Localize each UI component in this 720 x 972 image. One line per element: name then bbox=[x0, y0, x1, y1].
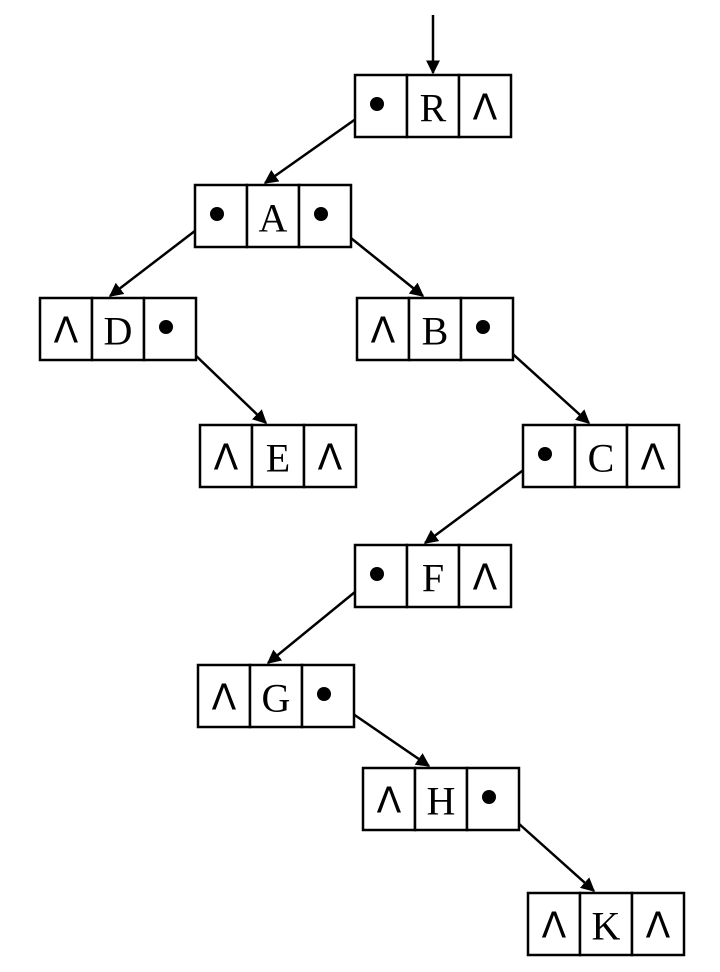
node-f-data-cell bbox=[405, 543, 461, 609]
node-r-data-cell bbox=[405, 73, 461, 139]
node-label: F bbox=[422, 556, 444, 601]
node-label: G bbox=[262, 676, 291, 721]
pointer-dot-left bbox=[538, 447, 552, 461]
pointer-dot-right bbox=[317, 687, 331, 701]
node-f-left-cell bbox=[353, 543, 409, 609]
node-g-right-cell bbox=[300, 663, 356, 729]
pointer-dot-left bbox=[210, 207, 224, 221]
node-label: D bbox=[104, 309, 133, 354]
null-pointer-left: Λ bbox=[542, 906, 567, 947]
pointer-dot-right bbox=[159, 320, 173, 334]
node-label: B bbox=[422, 309, 449, 354]
node-c-right-cell bbox=[625, 423, 681, 489]
node-e-data-cell bbox=[250, 423, 306, 489]
node-d-data-cell bbox=[90, 296, 146, 362]
node-r-right-cell bbox=[457, 73, 513, 139]
pointer-dot-right bbox=[314, 207, 328, 221]
node-label: C bbox=[588, 436, 615, 481]
node-c-data-cell bbox=[573, 423, 629, 489]
null-pointer-right: Λ bbox=[473, 88, 498, 129]
node-label: H bbox=[427, 779, 456, 824]
node-e: EΛ Λ bbox=[198, 423, 358, 489]
node-k-right-cell bbox=[630, 891, 686, 957]
pointer-dot-left bbox=[370, 567, 384, 581]
null-pointer-left: Λ bbox=[377, 781, 402, 822]
null-pointer-right: Λ bbox=[318, 438, 343, 479]
node-k-left-cell bbox=[526, 891, 582, 957]
node-a-data-cell bbox=[245, 183, 301, 249]
node-k: KΛ Λ bbox=[526, 891, 686, 957]
null-pointer-right: Λ bbox=[641, 438, 666, 479]
null-pointer-left: Λ bbox=[212, 678, 237, 719]
node-label: R bbox=[420, 86, 447, 131]
pointer-dot-right bbox=[482, 790, 496, 804]
node-b-data-cell bbox=[407, 296, 463, 362]
node-h-left-cell bbox=[361, 766, 417, 832]
node-a: A bbox=[193, 183, 353, 249]
null-pointer-left: Λ bbox=[54, 311, 79, 352]
node-h: HΛ bbox=[361, 766, 521, 832]
node-b-left-cell bbox=[355, 296, 411, 362]
node-label: E bbox=[266, 436, 290, 481]
node-g: GΛ bbox=[196, 663, 356, 729]
node-e-right-cell bbox=[302, 423, 358, 489]
pointer-dot-right bbox=[476, 320, 490, 334]
null-pointer-left: Λ bbox=[214, 438, 239, 479]
node-f-right-cell bbox=[457, 543, 513, 609]
node-d-left-cell bbox=[38, 296, 94, 362]
node-k-data-cell bbox=[578, 891, 634, 957]
null-pointer-left: Λ bbox=[371, 311, 396, 352]
node-label: K bbox=[592, 904, 621, 949]
node-label: A bbox=[259, 196, 288, 241]
null-pointer-right: Λ bbox=[646, 906, 671, 947]
node-b: BΛ bbox=[355, 296, 515, 362]
null-pointer-right: Λ bbox=[473, 558, 498, 599]
node-h-data-cell bbox=[413, 766, 469, 832]
node-d: DΛ bbox=[38, 296, 198, 362]
pointer-dot-left bbox=[370, 97, 384, 111]
